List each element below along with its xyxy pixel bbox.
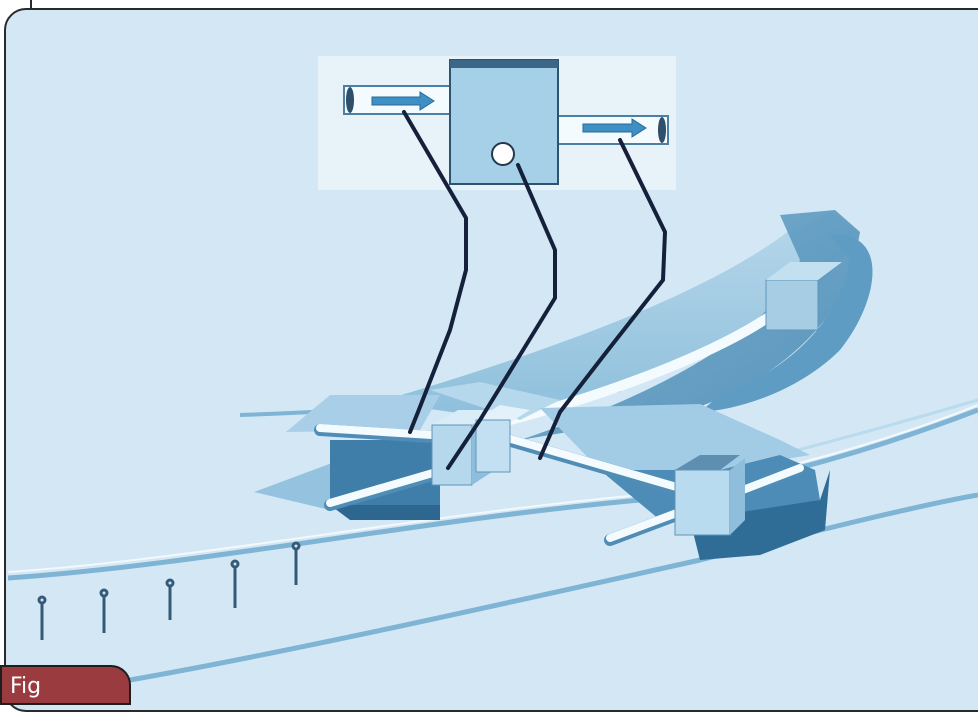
- callout-inset: [318, 56, 676, 190]
- pipeline-diagram: [0, 0, 978, 687]
- figure-label-tab: Fig: [0, 665, 131, 705]
- fence-posts: [39, 543, 299, 640]
- inset-valve-box: [450, 60, 558, 184]
- valve-box-right: [675, 455, 745, 535]
